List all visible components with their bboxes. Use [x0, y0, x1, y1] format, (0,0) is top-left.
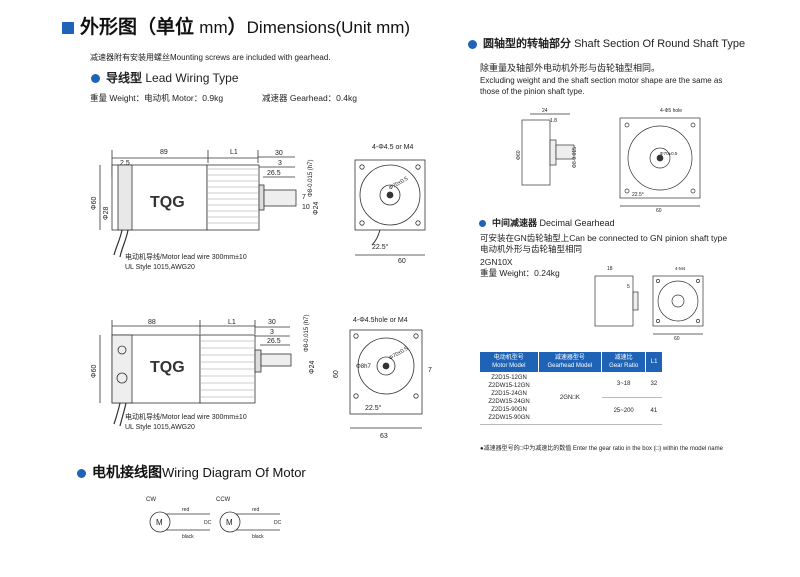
svg-text:60: 60	[398, 258, 406, 265]
svg-text:L1: L1	[228, 319, 236, 326]
svg-text:L1: L1	[230, 149, 238, 156]
svg-text:red: red	[182, 507, 189, 513]
screws-note: 减速器附有安装用螺丝Mounting screws are included w…	[90, 53, 331, 62]
svg-text:Φ8-0.015 (h7): Φ8-0.015 (h7)	[308, 160, 314, 197]
svg-text:电动机导线/Motor lead wire 300mm±10: 电动机导线/Motor lead wire 300mm±10	[125, 412, 247, 421]
svg-text:M: M	[156, 518, 163, 527]
decimal-gear-drawing: 18 5 4-M4 60	[594, 266, 704, 342]
decimal-model: 2GN10X	[480, 257, 513, 267]
decimal-gear-heading: 中间减速器 Decimal Gearhead	[479, 216, 615, 229]
svg-text:5: 5	[627, 284, 630, 290]
svg-text:60: 60	[674, 336, 680, 342]
svg-text:Φ8-0.015: Φ8-0.015	[572, 147, 578, 168]
svg-text:30: 30	[275, 150, 283, 157]
page-title: 外形图（单位 mm）Dimensions(Unit mm)	[62, 12, 410, 39]
svg-text:10: 10	[302, 204, 310, 211]
svg-text:60: 60	[333, 370, 340, 378]
round-shaft-desc-cn: 除重量及轴部外电动机外形与齿轮轴型相同。	[480, 63, 661, 73]
svg-text:22.5°: 22.5°	[632, 192, 644, 198]
svg-text:Φ8-0.015 (h7): Φ8-0.015 (h7)	[304, 315, 310, 352]
svg-text:DC: DC	[274, 520, 282, 526]
table-row: 25~200 41	[480, 397, 662, 425]
svg-text:UL Style 1015,AWG20: UL Style 1015,AWG20	[125, 264, 195, 271]
svg-text:4-Φ4.5hole or M4: 4-Φ4.5hole or M4	[353, 317, 408, 324]
svg-text:22.5°: 22.5°	[365, 404, 382, 412]
svg-text:Φ24: Φ24	[309, 361, 316, 374]
svg-text:4-M4: 4-M4	[675, 266, 686, 271]
svg-text:TQG: TQG	[150, 194, 185, 211]
svg-text:4-Φ5 hole: 4-Φ5 hole	[660, 108, 682, 114]
svg-text:Φ28: Φ28	[103, 207, 110, 220]
round-shaft-heading: 圆轴型的转轴部分 Shaft Section Of Round Shaft Ty…	[468, 35, 745, 51]
title-marker	[62, 21, 74, 34]
table-footnote: ●减速器型号的□中为减速比的数值 Enter the gear ratio in…	[480, 446, 723, 452]
svg-text:3: 3	[270, 329, 274, 336]
svg-text:88: 88	[148, 319, 156, 326]
section-dot	[468, 39, 477, 49]
svg-text:CW: CW	[146, 497, 156, 503]
svg-text:7: 7	[428, 367, 432, 374]
svg-text:2.5: 2.5	[120, 160, 130, 167]
wiring-diagram-cw: CW M red black DC	[146, 497, 212, 540]
ratio-cell: 3~18	[601, 372, 646, 399]
svg-text:UL Style 1015,AWG20: UL Style 1015,AWG20	[125, 424, 195, 431]
svg-text:Φ60: Φ60	[516, 150, 522, 160]
svg-text:63: 63	[380, 433, 388, 440]
section-dot	[479, 220, 486, 228]
lead-wiring-drawing: 89 L1 2.5 30 3 26.5 Φ8-0.015 (h7) TQG Φ6…	[91, 144, 426, 271]
svg-text:89: 89	[160, 149, 168, 156]
l1-cell: 32	[645, 372, 662, 399]
svg-text:Φ70±0.5: Φ70±0.5	[660, 151, 678, 156]
decimal-desc-1: 可安装在GN齿轮轴型上Can be connected to GN pinion…	[480, 233, 728, 243]
svg-text:black: black	[252, 534, 264, 540]
svg-text:DC: DC	[204, 520, 212, 526]
svg-text:30: 30	[268, 319, 276, 326]
gearhead-weight: 减速器 Gearhead：0.4kg	[262, 93, 357, 103]
svg-text:60: 60	[656, 208, 662, 214]
section-dot	[91, 74, 100, 84]
round-shaft-drawing: 24 1.8 Φ60 Φ8-0.015 4-Φ5 hole Φ70±0.5 22…	[516, 108, 701, 214]
decimal-weight: 重量 Weight：0.24kg	[480, 268, 560, 278]
svg-text:1.8: 1.8	[550, 118, 557, 124]
svg-text:18: 18	[607, 266, 613, 272]
svg-text:24: 24	[542, 108, 548, 114]
section-dot	[77, 468, 86, 478]
svg-text:CCW: CCW	[216, 497, 231, 503]
svg-text:电动机导线/Motor lead wire 300mm±10: 电动机导线/Motor lead wire 300mm±10	[125, 252, 247, 261]
svg-text:Φ60: Φ60	[91, 365, 98, 378]
svg-text:Φ60: Φ60	[91, 197, 98, 210]
svg-text:red: red	[252, 507, 259, 513]
motor-drawing-2: 88 L1 30 3 26.5 Φ8-0.015 (h7) Φ24 TQG Φ6…	[91, 315, 432, 440]
svg-text:4-Φ4.5 or M4: 4-Φ4.5 or M4	[372, 144, 413, 151]
motor-weight: 重量 Weight：电动机 Motor：0.9kg	[90, 93, 224, 103]
svg-text:3: 3	[278, 160, 282, 167]
lead-wiring-heading: 导线型 Lead Wiring Type	[91, 69, 239, 86]
svg-text:Φ8h7: Φ8h7	[356, 364, 371, 370]
svg-text:TQG: TQG	[150, 359, 185, 376]
decimal-desc-2: 电动机外形与齿轮轴型相同	[480, 244, 583, 254]
svg-text:7: 7	[302, 194, 306, 201]
wiring-diagram-ccw: CCW M red black DC	[216, 497, 282, 540]
svg-text:26.5: 26.5	[267, 338, 281, 345]
round-shaft-desc-en-1: Excluding weight and the shaft section m…	[480, 76, 723, 85]
svg-text:black: black	[182, 534, 194, 540]
ratio-cell: 25~200	[601, 397, 646, 425]
svg-text:M: M	[226, 518, 233, 527]
gearhead-model-cell: 2GN□K	[538, 372, 602, 425]
l1-cell: 41	[645, 397, 662, 425]
svg-text:Φ24: Φ24	[313, 202, 320, 215]
round-shaft-desc-en-2: those of the pinion shaft type.	[480, 87, 585, 96]
svg-text:22.5°: 22.5°	[372, 243, 389, 251]
wiring-heading: 电机接线图Wiring Diagram Of Motor	[77, 462, 306, 482]
table-header: L1	[645, 352, 662, 372]
svg-text:26.5: 26.5	[267, 170, 281, 177]
